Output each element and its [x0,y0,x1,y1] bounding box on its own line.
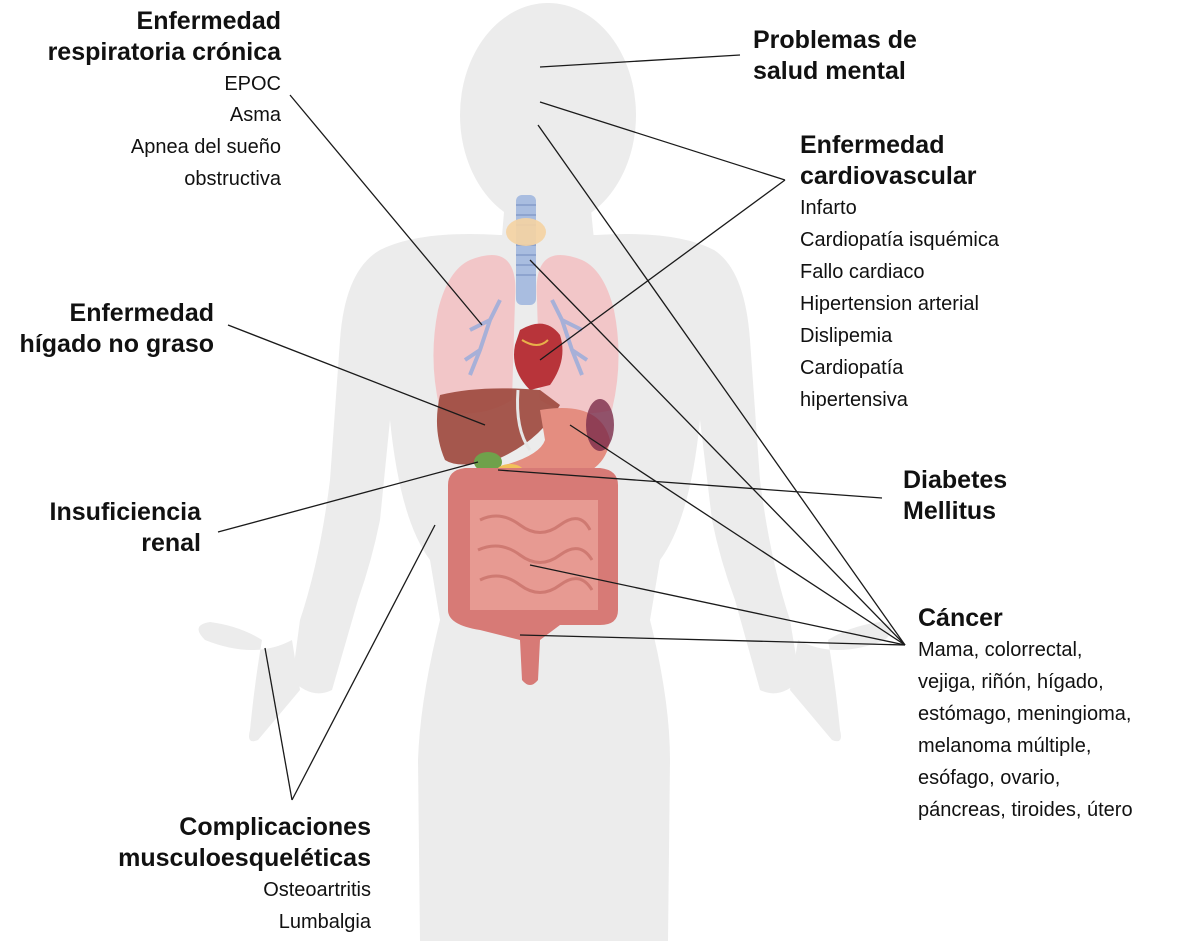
cardio-item: Fallo cardiaco [800,256,999,288]
label-renal: Insuficiencia renal [1,497,201,559]
cancer-item: Mama, colorrectal, [918,634,1133,666]
cancer-item: estómago, meningioma, [918,698,1133,730]
liver-title-2: hígado no graso [0,329,214,360]
label-cancer: Cáncer Mama, colorrectal, vejiga, riñón,… [918,603,1133,826]
respiratory-item: EPOC [0,68,281,100]
cardio-item: Infarto [800,192,999,224]
musculo-title-1: Complicaciones [71,812,371,843]
cardio-item: Cardiopatía [800,352,999,384]
cardio-item: Dislipemia [800,320,999,352]
respiratory-title-1: Enfermedad [0,6,281,37]
cardio-title-2: cardiovascular [800,161,999,192]
cancer-item: vejiga, riñón, hígado, [918,666,1133,698]
cardio-title-1: Enfermedad [800,130,999,161]
liver-title-1: Enfermedad [0,298,214,329]
diabetes-title-1: Diabetes [903,465,1007,496]
mental-title-1: Problemas de [753,25,917,56]
musculo-title-2: musculoesqueléticas [71,843,371,874]
label-diabetes: Diabetes Mellitus [903,465,1007,527]
cancer-item: páncreas, tiroides, útero [918,794,1133,826]
mental-title-2: salud mental [753,56,917,87]
musculo-item: Lumbalgia [71,906,371,938]
cancer-title: Cáncer [918,603,1133,634]
label-respiratory: Enfermedad respiratoria crónica EPOC Asm… [0,6,281,195]
label-cardio: Enfermedad cardiovascular Infarto Cardio… [800,130,999,416]
cardio-item: Cardiopatía isquémica [800,224,999,256]
respiratory-title-2: respiratoria crónica [0,37,281,68]
cancer-item: esófago, ovario, [918,762,1133,794]
label-liver: Enfermedad hígado no graso [0,298,214,360]
label-musculo: Complicaciones musculoesqueléticas Osteo… [71,812,371,938]
label-mental: Problemas de salud mental [753,25,917,87]
renal-title-1: Insuficiencia [1,497,201,528]
cardio-item: Hipertension arterial [800,288,999,320]
respiratory-item: Asma [0,99,281,131]
respiratory-item: obstructiva [0,163,281,195]
cancer-item: melanoma múltiple, [918,730,1133,762]
musculo-item: Osteoartritis [71,874,371,906]
renal-title-2: renal [1,528,201,559]
diabetes-title-2: Mellitus [903,496,1007,527]
cardio-item: hipertensiva [800,384,999,416]
respiratory-item: Apnea del sueño [0,131,281,163]
